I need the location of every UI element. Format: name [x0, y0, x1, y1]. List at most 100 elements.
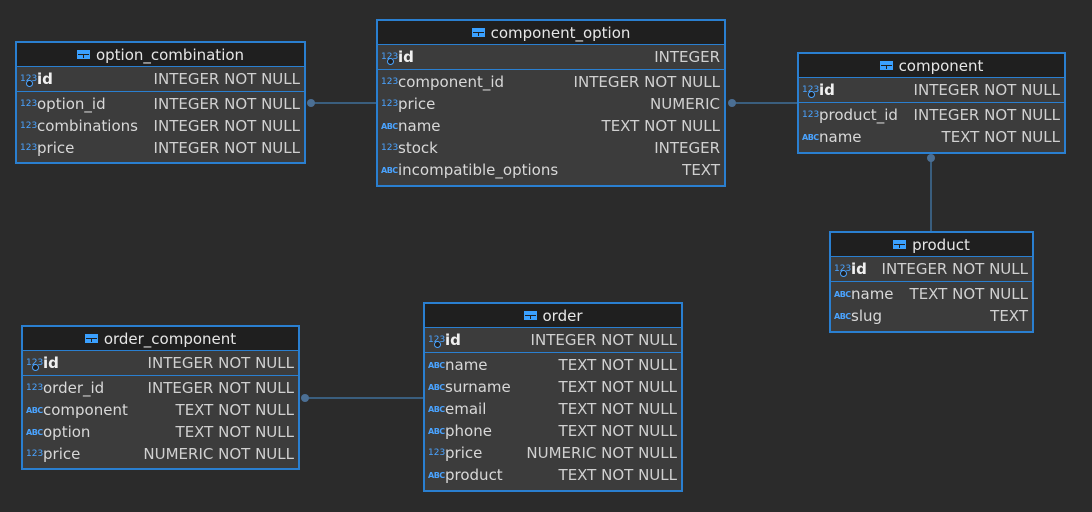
column-name: price — [445, 444, 483, 462]
table-title: product — [912, 235, 970, 254]
column-name: id — [819, 81, 835, 99]
column-type: TEXT NOT NULL — [558, 400, 677, 418]
integer-icon: 123 — [802, 110, 820, 120]
integer-key-icon: 123 — [425, 335, 445, 348]
table-header[interactable]: order — [425, 304, 681, 328]
key-icon — [387, 58, 394, 65]
column-name: incompatible_options — [398, 161, 559, 179]
key-icon — [434, 341, 441, 348]
integer-key-icon: 123 — [23, 358, 43, 371]
text-icon: ABC — [428, 404, 445, 414]
column-type: TEXT NOT NULL — [175, 423, 294, 441]
column-type: INTEGER — [654, 48, 720, 66]
column-type: INTEGER NOT NULL — [153, 139, 300, 157]
column-name: component — [43, 401, 128, 419]
table-header[interactable]: component — [799, 54, 1064, 78]
integer-icon: 123 — [20, 143, 38, 153]
table-header[interactable]: option_combination — [17, 43, 304, 67]
link-endpoint-dot — [927, 154, 935, 162]
column-type: TEXT NOT NULL — [558, 356, 677, 374]
text-icon: ABC — [428, 426, 445, 436]
table-icon — [471, 28, 485, 37]
column-type: TEXT NOT NULL — [175, 401, 294, 419]
table-title: option_combination — [95, 45, 245, 64]
key-icon — [32, 364, 39, 371]
column-name: name — [398, 117, 441, 135]
column-name: option — [43, 423, 91, 441]
key-icon — [840, 270, 847, 277]
integer-key-icon: 123 — [799, 85, 819, 98]
column-type: TEXT NOT NULL — [558, 378, 677, 396]
column-name: product_id — [819, 106, 898, 124]
column-name: price — [37, 139, 75, 157]
column-type: INTEGER NOT NULL — [913, 106, 1060, 124]
table-header[interactable]: product — [831, 233, 1032, 257]
column-type: TEXT NOT NULL — [601, 117, 720, 135]
table-icon — [523, 311, 537, 320]
column-name: id — [445, 331, 461, 349]
column-type: TEXT NOT NULL — [558, 466, 677, 484]
column-type: INTEGER NOT NULL — [881, 260, 1028, 278]
text-icon: ABC — [428, 360, 445, 370]
column-name: combinations — [37, 117, 138, 135]
column-name: name — [851, 285, 894, 303]
column-type: INTEGER NOT NULL — [530, 331, 677, 349]
column-name: price — [43, 445, 81, 463]
table-header[interactable]: component_option — [378, 21, 724, 45]
integer-key-icon: 123 — [831, 264, 851, 277]
column-type: NUMERIC NOT NULL — [526, 444, 677, 462]
table-icon — [76, 50, 90, 59]
text-icon: ABC — [26, 405, 43, 415]
column-name: id — [37, 70, 53, 88]
text-icon: ABC — [802, 132, 819, 142]
column-name: phone — [445, 422, 492, 440]
column-name: id — [851, 260, 867, 278]
table-title: component_option — [490, 23, 631, 42]
column-name: slug — [851, 307, 883, 325]
link-endpoint-dot — [301, 394, 309, 402]
column-type: INTEGER NOT NULL — [573, 73, 720, 91]
text-icon: ABC — [381, 165, 398, 175]
column-name: product — [445, 466, 503, 484]
key-icon — [808, 91, 815, 98]
column-type: INTEGER NOT NULL — [153, 117, 300, 135]
link-endpoint-dot — [728, 99, 736, 107]
integer-icon: 123 — [26, 383, 44, 393]
table-header[interactable]: order_component — [23, 327, 298, 351]
